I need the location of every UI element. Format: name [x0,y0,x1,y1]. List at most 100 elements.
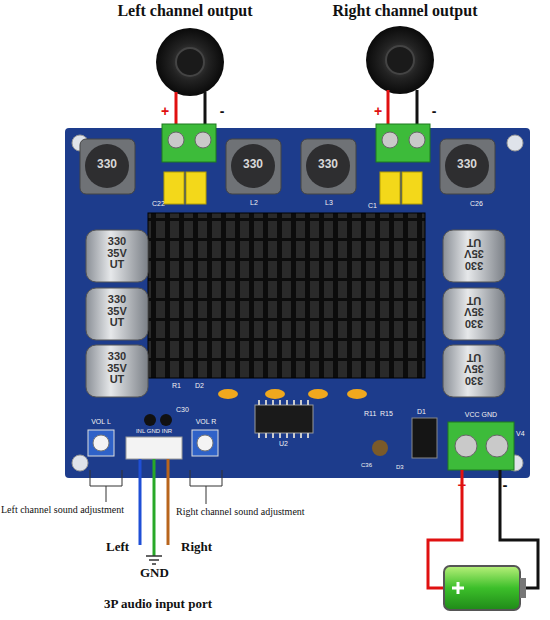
part-value: 330 35V UT [457,294,491,329]
signal-name: Left [106,540,129,555]
polarity-mark: - [503,476,508,493]
electrolytic-capacitor [86,230,148,282]
part-value: 330 35V UT [457,236,491,271]
part-name: R1 [172,382,181,390]
inductor-core [231,144,275,188]
bracket [90,470,122,486]
diode [412,418,437,458]
note: 3P audio input port [104,597,212,612]
film-capacitor [164,172,184,204]
part-name: R11 [364,410,376,418]
part-name: L2 [250,199,258,207]
electrolytic-capacitor [86,345,148,397]
part-name: V4 [516,430,525,438]
inductor-core [445,144,489,188]
electrolytic-capacitor [443,288,505,340]
part-name: C36 [361,462,372,469]
ic-chip [255,405,313,433]
terminal-screw [455,435,477,457]
signal-name: Right [181,540,212,555]
terminal-screw [168,132,184,148]
battery-cap [520,578,526,598]
inductor-core [85,144,129,188]
part-name: C26 [470,200,483,208]
part-value: 330 35V UT [100,236,134,271]
input-connector [126,437,182,459]
part-value: 330 35V UT [100,351,134,386]
part-value: 330 [243,158,263,172]
terminal-screw [409,132,425,148]
potentiometer [88,430,114,456]
note: Right channel sound adjustment [176,506,305,518]
speaker-cone [386,46,414,74]
leader-line [106,486,107,502]
part-name: VOL R [196,418,217,426]
ceramic-capacitor [218,389,238,399]
brown-wire [167,459,170,545]
part-name: D2 [195,382,204,390]
part-name: R15 [380,410,393,418]
heatsink [148,213,425,378]
inductor [80,139,135,194]
small-capacitor [372,440,388,456]
part-name: VOL L [91,418,111,426]
signal-name: GND [140,566,169,581]
inductor-core [306,144,350,188]
part-name: C1 [368,202,377,210]
note: Left channel sound adjustment [1,504,124,516]
potentiometer-knob [197,435,213,451]
part-name: D1 [417,408,426,416]
leader-line [206,486,207,504]
ic-pins [259,400,308,438]
part-value: 330 35V UT [100,294,134,329]
electrolytic-capacitor [86,288,148,340]
pcb-board [65,128,530,478]
film-capacitor [186,172,206,204]
part-name: C22 [152,200,165,208]
ground-symbol [146,556,162,564]
terminal-screw [382,132,398,148]
polarity-mark: - [220,103,225,119]
screw-terminal [376,124,430,162]
green-wire [153,459,156,556]
ceramic-capacitor [347,389,367,399]
heading: Right channel output [333,2,478,20]
terminal-screw [486,435,508,457]
battery-plus [452,582,464,594]
speaker [366,26,434,94]
pin-name: VCC GND [465,411,497,419]
screw-terminal [448,422,514,470]
small-capacitor [160,414,172,426]
inductor [226,139,281,194]
part-name: U2 [279,440,288,448]
film-capacitor [402,172,422,204]
potentiometer-knob [93,435,109,451]
inductor [440,139,495,194]
terminal-screw [195,132,211,148]
blue-wire [139,459,142,545]
speaker-cone [176,48,204,76]
electrolytic-capacitor [443,345,505,397]
electrolytic-capacitor [443,230,505,282]
polarity-mark: + [458,476,467,493]
small-capacitor [144,414,156,426]
film-capacitor [380,172,400,204]
part-name: L3 [325,199,333,207]
bracket [190,470,222,486]
polarity-mark: + [374,103,382,119]
polarity-mark: + [161,103,169,119]
mounting-hole [507,135,523,151]
mounting-hole [72,455,88,471]
heading: Left channel output [117,2,252,20]
potentiometer [192,430,218,456]
part-value: 330 [97,158,117,172]
ceramic-capacitor [265,389,285,399]
part-name: D3 [396,464,404,471]
inductor [301,139,356,194]
polarity-mark: - [432,103,437,119]
part-value: 330 [318,158,338,172]
part-value: 330 35V UT [457,351,491,386]
ceramic-capacitor [308,389,328,399]
battery [444,566,520,610]
